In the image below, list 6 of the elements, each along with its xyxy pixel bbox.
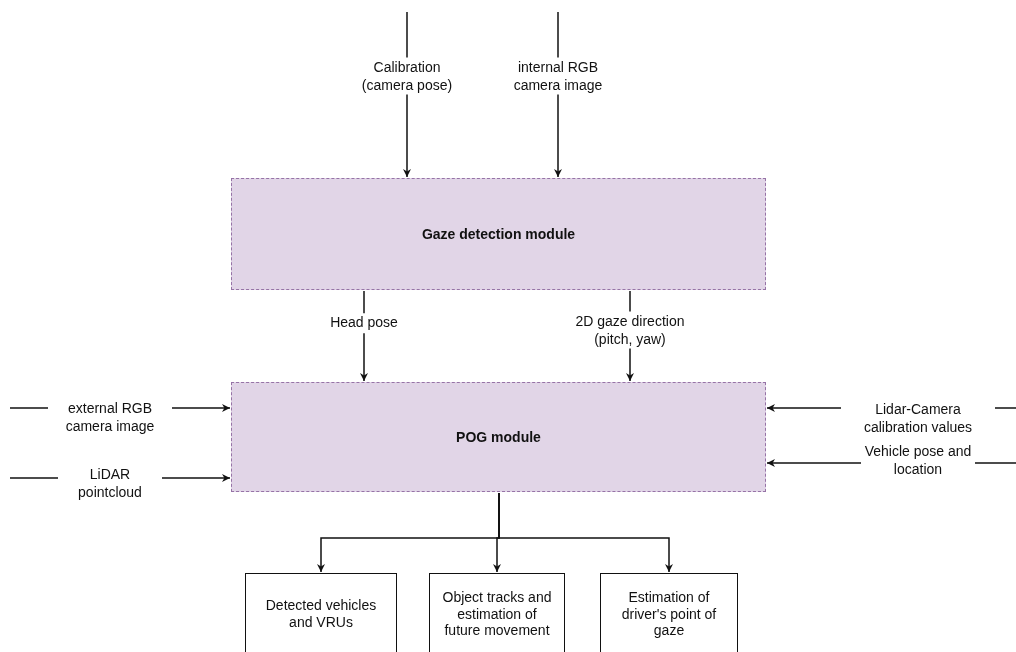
module-box: Gaze detection module	[231, 178, 766, 290]
output-box: Estimation of driver's point of gaze	[600, 573, 738, 652]
module-box: POG module	[231, 382, 766, 492]
arrow	[498, 492, 673, 573]
output-box: Detected vehicles and VRUs	[245, 573, 397, 652]
output-box: Object tracks and estimation of future movement	[429, 573, 565, 652]
